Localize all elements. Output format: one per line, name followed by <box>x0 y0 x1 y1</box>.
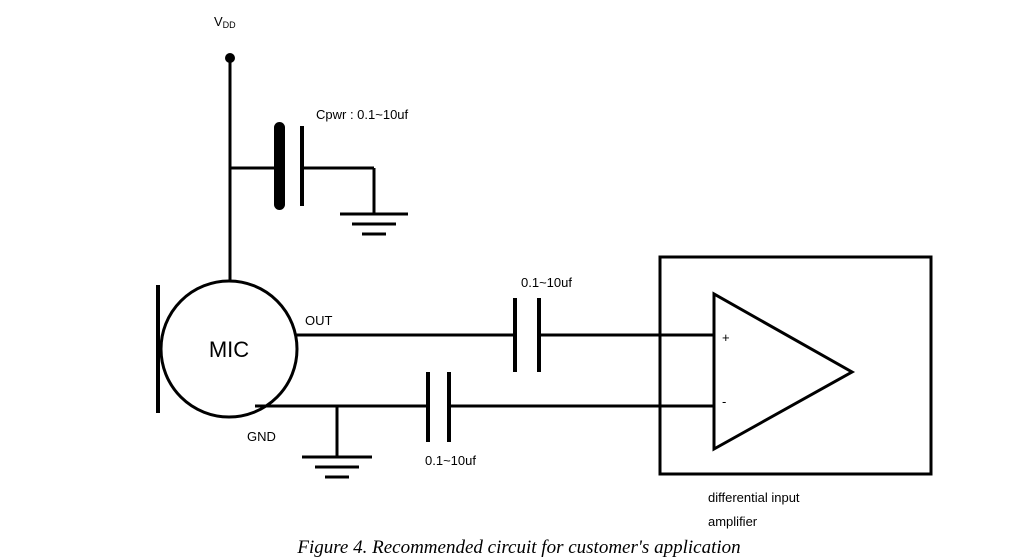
out-label: OUT <box>305 313 333 328</box>
figure-caption: Figure 4. Recommended circuit for custom… <box>296 537 740 558</box>
amp-label-line2: amplifier <box>708 514 758 529</box>
gnd-label: GND <box>247 429 276 444</box>
cap-out-label: 0.1~10uf <box>521 275 572 290</box>
cpwr-label: Cpwr : 0.1~10uf <box>316 107 409 122</box>
amp-plus-label: + <box>722 330 730 345</box>
amp-minus-label: - <box>722 394 726 409</box>
vdd-label: VDD <box>214 14 236 30</box>
amplifier-triangle-icon <box>712 291 856 452</box>
mic-label: MIC <box>209 337 249 362</box>
amplifier-box <box>658 255 933 476</box>
mic-ground-icon <box>302 455 372 479</box>
cap-gnd-label: 0.1~10uf <box>425 453 476 468</box>
mic-body <box>159 279 299 419</box>
cpwr-electrolytic-plate <box>274 122 285 210</box>
cpwr-ground-icon <box>340 212 408 236</box>
amp-label-line1: differential input <box>708 490 800 505</box>
